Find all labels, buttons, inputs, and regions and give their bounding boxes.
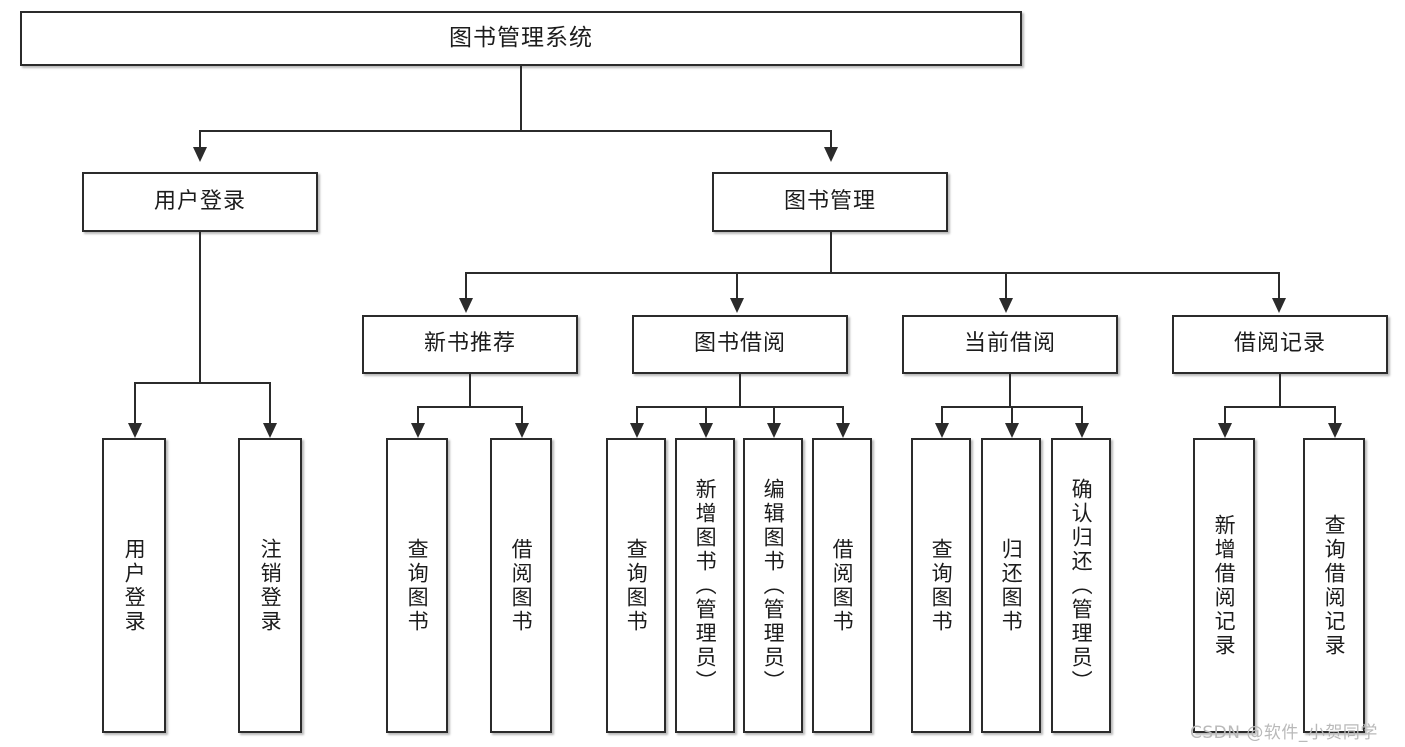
node-label: 查询图书 (929, 537, 954, 634)
node-label: 新书推荐 (423, 331, 516, 357)
connector-br-drop-1 (1224, 406, 1226, 423)
leaf-add-record[interactable]: 新增借阅记录 (1193, 438, 1255, 733)
leaf-query-book-3[interactable]: 查询图书 (911, 438, 971, 733)
node-label: 确认归还（管理员） (1069, 477, 1094, 694)
node-label: 图书管理 (783, 188, 876, 214)
connector-cb-drop-2 (1011, 406, 1013, 423)
connector-root-drop-left (199, 130, 201, 147)
node-label: 用户登录 (153, 188, 246, 214)
connector-nbr-bus (417, 406, 523, 408)
arrow-to-leaf-query-book-2 (630, 423, 644, 438)
connector-br-bus (1224, 406, 1336, 408)
arrow-to-leaf-borrow-book-1 (515, 423, 529, 438)
node-current-borrow[interactable]: 当前借阅 (902, 315, 1118, 374)
connector-bb-drop-4 (842, 406, 844, 423)
node-label: 编辑图书（管理员） (761, 477, 786, 694)
node-label: 当前借阅 (963, 331, 1056, 357)
leaf-confirm-return[interactable]: 确认归还（管理员） (1051, 438, 1111, 733)
node-new-book-rec[interactable]: 新书推荐 (362, 315, 578, 374)
connector-bb-drop-2 (705, 406, 707, 423)
connector-user-login-stem (199, 232, 201, 382)
connector-bb-drop-3 (773, 406, 775, 423)
arrow-to-leaf-confirm-return (1075, 423, 1089, 438)
arrow-to-leaf-user-login (128, 423, 142, 438)
arrow-to-leaf-query-book-1 (411, 423, 425, 438)
connector-bb-drop-1 (636, 406, 638, 423)
connector-nbr-drop-1 (417, 406, 419, 423)
connector-cb-drop-3 (1081, 406, 1083, 423)
arrow-to-new-book-rec (459, 298, 473, 313)
node-borrow-record[interactable]: 借阅记录 (1172, 315, 1388, 374)
connector-bm-drop-2 (736, 272, 738, 298)
node-label: 借阅记录 (1233, 331, 1326, 357)
arrow-to-leaf-edit-book (767, 423, 781, 438)
connector-book-manage-bus (465, 272, 1280, 274)
leaf-query-book-2[interactable]: 查询图书 (606, 438, 666, 733)
arrow-to-leaf-user-logout (263, 423, 277, 438)
arrow-to-book-borrow (730, 298, 744, 313)
leaf-query-book-1[interactable]: 查询图书 (386, 438, 448, 733)
leaf-return-book[interactable]: 归还图书 (981, 438, 1041, 733)
leaf-user-login[interactable]: 用户登录 (102, 438, 166, 733)
connector-book-manage-stem (830, 232, 832, 272)
node-label: 归还图书 (999, 537, 1024, 634)
node-label: 注销登录 (258, 537, 283, 634)
arrow-to-leaf-query-book-3 (935, 423, 949, 438)
node-label: 借阅图书 (830, 537, 855, 634)
connector-bm-drop-4 (1278, 272, 1280, 298)
leaf-user-logout[interactable]: 注销登录 (238, 438, 302, 733)
node-book-manage[interactable]: 图书管理 (712, 172, 948, 232)
connector-nbr-drop-2 (521, 406, 523, 423)
node-label: 查询图书 (405, 537, 430, 634)
connector-root-bus (199, 130, 832, 132)
node-label: 图书管理系统 (449, 24, 593, 51)
arrow-to-borrow-record (1272, 298, 1286, 313)
node-label: 借阅图书 (509, 537, 534, 634)
node-book-borrow[interactable]: 图书借阅 (632, 315, 848, 374)
leaf-add-book[interactable]: 新增图书（管理员） (675, 438, 735, 733)
leaf-borrow-book-1[interactable]: 借阅图书 (490, 438, 552, 733)
connector-bm-drop-3 (1005, 272, 1007, 298)
node-label: 新增借阅记录 (1212, 513, 1237, 658)
connector-cb-drop-1 (941, 406, 943, 423)
node-label: 图书借阅 (693, 331, 786, 357)
connector-bb-bus (636, 406, 844, 408)
connector-br-stem (1279, 374, 1281, 406)
connector-user-login-drop-1 (134, 382, 136, 423)
arrow-to-leaf-add-record (1218, 423, 1232, 438)
leaf-query-record[interactable]: 查询借阅记录 (1303, 438, 1365, 733)
arrow-to-book-manage (824, 147, 838, 162)
node-label: 用户登录 (122, 537, 147, 634)
arrow-to-leaf-return-book (1005, 423, 1019, 438)
node-label: 查询图书 (624, 537, 649, 634)
connector-bb-stem (739, 374, 741, 406)
connector-br-drop-2 (1334, 406, 1336, 423)
connector-root-stem (520, 66, 522, 130)
arrow-to-leaf-add-book (699, 423, 713, 438)
arrow-to-leaf-query-record (1328, 423, 1342, 438)
node-label: 查询借阅记录 (1322, 513, 1347, 658)
node-user-login[interactable]: 用户登录 (82, 172, 318, 232)
node-root-system[interactable]: 图书管理系统 (20, 11, 1022, 66)
leaf-borrow-book-2[interactable]: 借阅图书 (812, 438, 872, 733)
arrow-to-current-borrow (999, 298, 1013, 313)
node-label: 新增图书（管理员） (693, 477, 718, 694)
connector-bm-drop-1 (465, 272, 467, 298)
leaf-edit-book[interactable]: 编辑图书（管理员） (743, 438, 803, 733)
arrow-to-leaf-borrow-book-2 (836, 423, 850, 438)
connector-root-drop-right (830, 130, 832, 147)
connector-nbr-stem (469, 374, 471, 406)
arrow-to-user-login (193, 147, 207, 162)
connector-user-login-bus (134, 382, 271, 384)
connector-user-login-drop-2 (269, 382, 271, 423)
connector-cb-stem (1009, 374, 1011, 406)
